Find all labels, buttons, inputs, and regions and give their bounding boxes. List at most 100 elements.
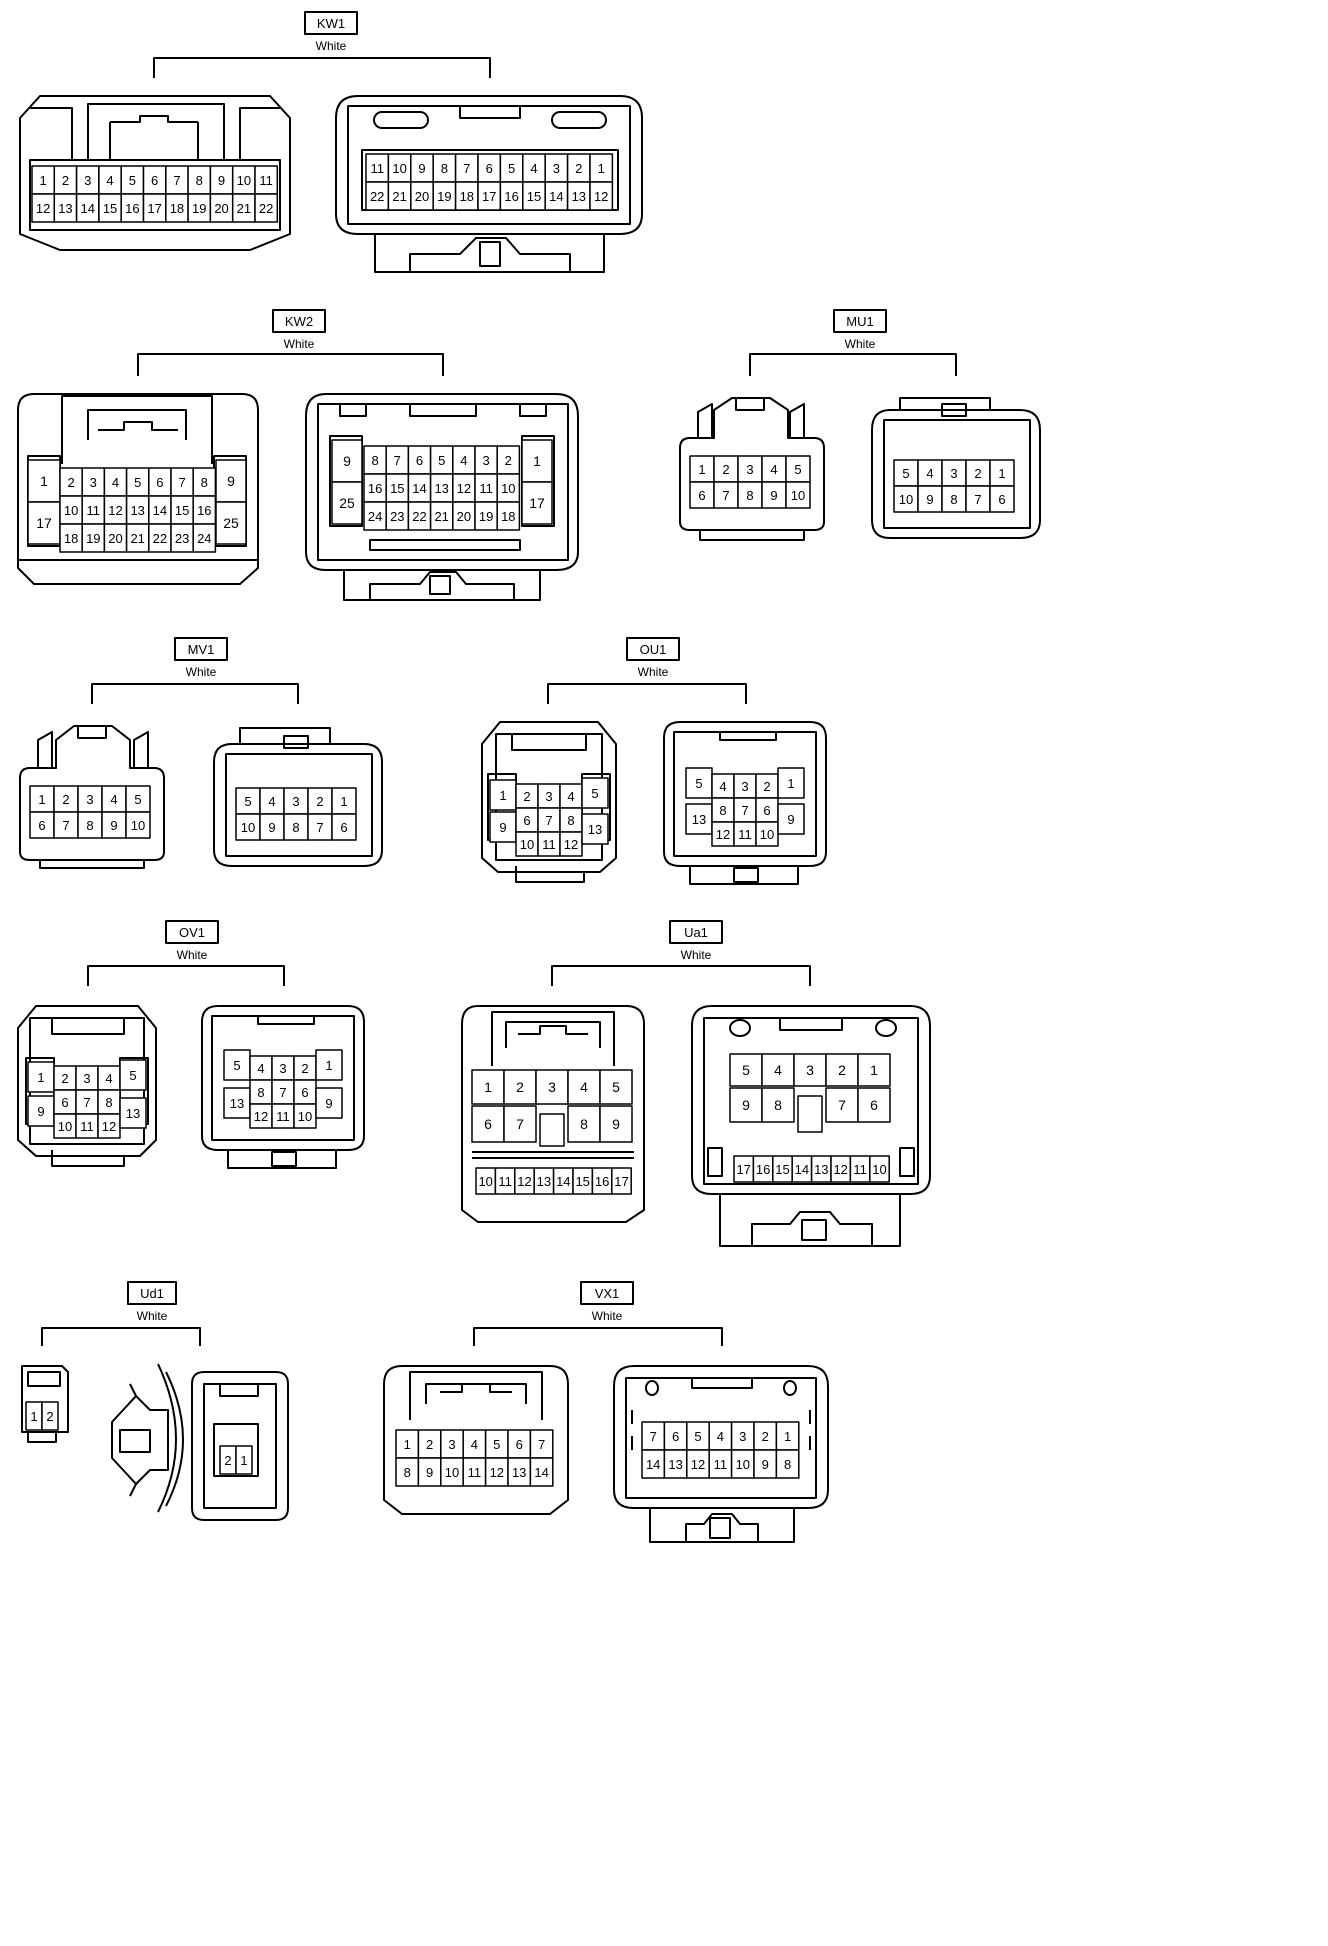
pin-number: 16 [368,481,382,496]
pin-cell [235,813,261,841]
pin-cell [471,1069,505,1105]
pin-number: 23 [175,531,189,546]
pin-number: 2 [763,779,770,794]
pin-number: 11 [738,827,752,842]
pin-cell [29,811,55,839]
pin-cell [315,1087,343,1119]
pin-number: 9 [499,820,506,835]
pin-cell [589,181,614,211]
pin-number: 21 [130,531,144,546]
pin-number: 9 [742,1097,750,1113]
pin-cell [101,811,127,839]
pin-cell [785,455,811,483]
pin-number: 8 [784,1457,791,1472]
connector-mu1-bracket [749,353,957,376]
pin-number: 13 [588,822,602,837]
pin-cell [331,787,357,815]
pin-number: 19 [437,189,451,204]
pin-number: 8 [580,1116,588,1132]
pin-number: 16 [595,1174,609,1189]
pin-number: 1 [240,1453,247,1468]
pin-number: 5 [508,161,515,176]
pin-cell [729,1087,763,1123]
pin-number: 6 [151,173,158,188]
pin-number: 4 [112,475,119,490]
pin-cell [825,1087,859,1123]
pin-number: 5 [129,173,136,188]
pin-cell [254,193,279,223]
pin-cell [535,1069,569,1105]
pin-number: 2 [316,794,323,809]
pin-number: 3 [83,1071,90,1086]
pin-number: 3 [545,789,552,804]
connector-ua1-bracket [551,965,811,986]
pin-number: 6 [61,1095,68,1110]
pin-number: 22 [412,509,426,524]
pin-number: 7 [838,1097,846,1113]
pin-number: 16 [504,189,518,204]
pin-number: 11 [259,173,273,188]
pin-number: 12 [108,503,122,518]
pin-number: 10 [872,1162,886,1177]
pin-cell [713,455,739,483]
pin-number: 5 [694,1429,701,1444]
pin-number: 2 [974,466,981,481]
pin-number: 7 [316,820,323,835]
pin-number: 6 [763,803,770,818]
pin-number: 4 [471,1437,478,1452]
connector-ua1-label: Ua1 [684,925,708,940]
pin-number: 1 [533,453,541,469]
pin-number: 4 [770,462,777,477]
connector-ou1-label: OU1 [640,642,667,657]
pin-number: 7 [62,818,69,833]
pin-number: 9 [770,488,777,503]
connector-ou1-color: White [638,665,669,679]
connector-vx1-right-housing [613,1365,829,1509]
pin-number: 9 [218,173,225,188]
connector-ud1-bracket [41,1327,201,1346]
connector-kw1-left-housing [19,95,291,251]
pin-number: 11 [87,503,101,518]
pin-number: 5 [233,1058,240,1073]
pin-number: 1 [37,1070,44,1085]
pin-number: 4 [268,794,275,809]
pin-number: 17 [147,201,161,216]
pin-cell [685,803,713,835]
pin-cell [489,811,517,843]
pin-number: 3 [90,475,97,490]
pin-number: 3 [84,173,91,188]
pin-number: 9 [426,1465,433,1480]
pin-number: 12 [716,827,730,842]
connector-ou1-right-housing [663,721,827,867]
pin-number: 3 [806,1062,814,1078]
pin-number: 7 [178,475,185,490]
pin-number: 12 [564,837,578,852]
pin-number: 4 [106,173,113,188]
pin-number: 4 [774,1062,782,1078]
pin-number: 5 [134,792,141,807]
pin-cell [689,481,715,509]
pin-cell [611,1167,632,1195]
pin-number: 1 [404,1437,411,1452]
pin-cell [503,1105,537,1143]
pin-cell [857,1087,891,1123]
pin-number: 4 [110,792,117,807]
pin-number: 11 [370,161,384,176]
pin-number: 10 [478,1174,492,1189]
pin-number: 6 [870,1097,878,1113]
connector-mu1-color: White [845,337,876,351]
pin-number: 15 [390,481,404,496]
pin-cell [125,785,151,813]
pin-number: 5 [742,1062,750,1078]
pin-cell [941,485,967,513]
pin-cell [761,455,787,483]
pin-number: 24 [368,509,382,524]
pin-number: 17 [529,495,545,511]
pin-number: 7 [463,161,470,176]
